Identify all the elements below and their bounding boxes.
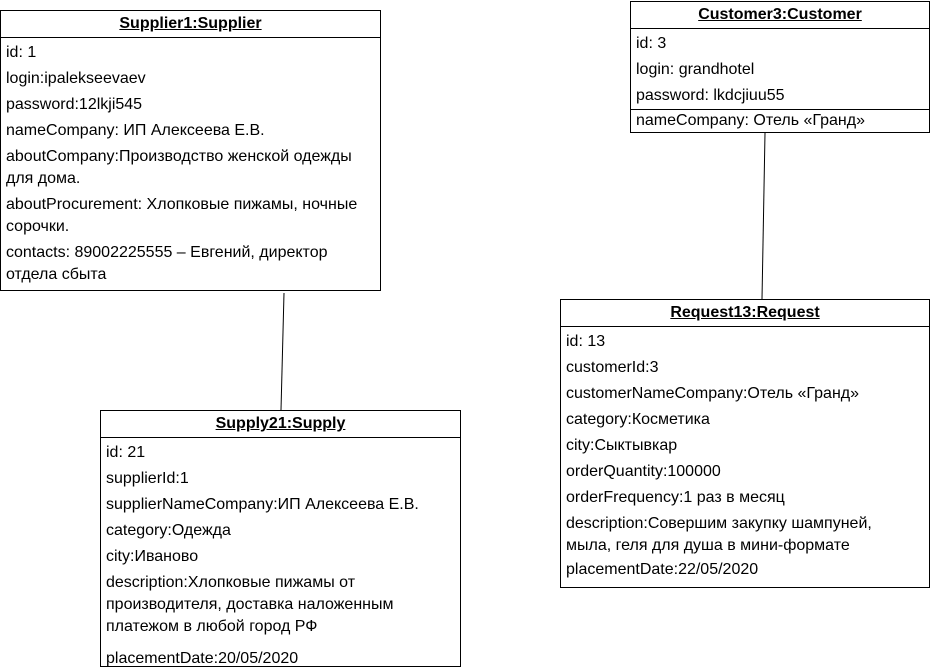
customer3-attr-password: password: lkdcjiuu55: [636, 87, 785, 104]
link-customer-request: [761, 132, 766, 300]
customer3-attr-login: login: grandhotel: [636, 61, 755, 78]
customer3-attr-id: id: 3: [636, 35, 667, 52]
request13-title: Request13:Request: [561, 300, 929, 327]
request13-attr-placementdate: placementDate:22/05/2020: [566, 561, 759, 578]
request13-attr-id: id: 13: [566, 333, 606, 350]
customer3-object[interactable]: Customer3:Customer id: 3 login: grandhot…: [630, 1, 930, 133]
customer3-title: Customer3:Customer: [631, 2, 929, 29]
supply21-attr-supplierid: supplierId:1: [106, 470, 189, 487]
request13-attr-orderquantity: orderQuantity:100000: [566, 463, 721, 480]
customer3-attr-namecompany: nameCompany: Отель «Гранд»: [631, 109, 929, 132]
supply21-attr-city: city:Иваново: [106, 548, 199, 565]
supplier1-attr-id: id: 1: [6, 44, 37, 61]
request13-object[interactable]: Request13:Request id: 13 customerId:3 cu…: [560, 299, 930, 588]
supplier1-attr-aboutprocurement: aboutProcurement: Хлопковые пижамы, ночн…: [6, 196, 358, 235]
supply21-attr-id: id: 21: [106, 444, 146, 461]
supply21-title: Supply21:Supply: [101, 411, 460, 438]
supplier1-attr-login: login:ipalekseevaev: [6, 70, 146, 87]
request13-attr-description: description:Совершим закупку шампуней, м…: [566, 515, 881, 554]
supply21-attr-description: description:Хлопковые пижамы от производ…: [106, 574, 394, 635]
supplier1-title: Supplier1:Supplier: [1, 11, 380, 38]
supplier1-attr-namecompany: nameCompany: ИП Алексеева Е.В.: [6, 122, 265, 139]
request13-attr-orderfrequency: orderFrequency:1 раз в месяц: [566, 489, 785, 506]
supplier1-attr-password: password:12lkji545: [6, 96, 143, 113]
supply21-attr-suppliernamecompany: supplierNameCompany:ИП Алексеева Е.В.: [106, 496, 419, 513]
supplier1-attr-aboutcompany: aboutCompany:Производство женской одежды…: [6, 148, 352, 187]
request13-attr-customernamecompany: customerNameCompany:Отель «Гранд»: [566, 385, 860, 402]
supply21-object[interactable]: Supply21:Supply id: 21 supplierId:1 supp…: [100, 410, 461, 667]
request13-attr-city: city:Сыктывкар: [566, 437, 678, 454]
supply21-attr-placementdate: placementDate:20/05/2020: [106, 650, 299, 667]
supply21-attr-category: category:Одежда: [106, 522, 231, 539]
supplier1-object[interactable]: Supplier1:Supplier id: 1 login:ipaleksee…: [0, 10, 381, 291]
request13-attr-customerid: customerId:3: [566, 359, 659, 376]
request13-attr-category: category:Косметика: [566, 411, 710, 428]
supplier1-attr-contacts: contacts: 89002225555 – Евгений, директо…: [6, 244, 328, 283]
link-supplier-supply: [280, 292, 285, 411]
